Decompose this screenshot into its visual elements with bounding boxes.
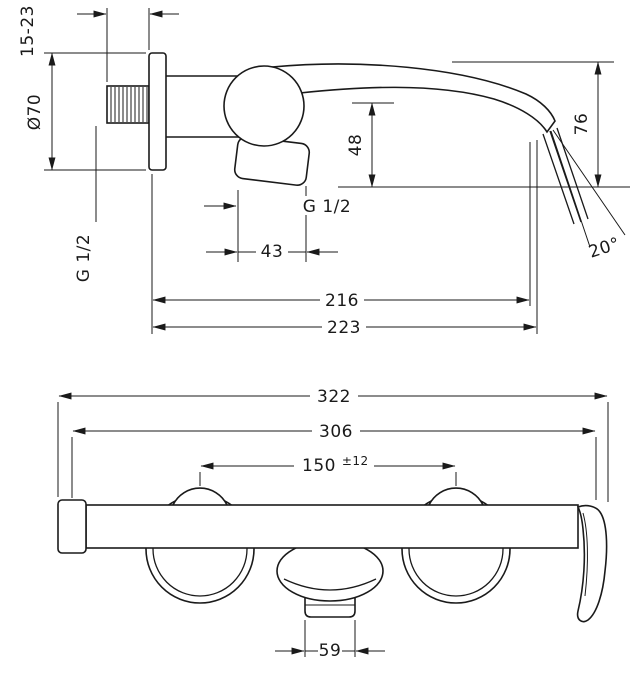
water-stream bbox=[542, 127, 626, 248]
dim-projection-label: 223 bbox=[327, 318, 361, 338]
handle-front bbox=[576, 504, 608, 623]
spout-front-inner-arc bbox=[283, 578, 377, 591]
dim-centers-label: 150 ±12 bbox=[302, 454, 369, 476]
handle-front-detail bbox=[582, 512, 588, 597]
spout bbox=[270, 63, 556, 134]
front-view: 322 306 150 ±12 59 bbox=[57, 387, 609, 661]
dim-outlet-width-label: 43 bbox=[261, 242, 284, 262]
front-labels: 322 306 150 ±12 59 bbox=[302, 387, 369, 661]
left-end-cap bbox=[57, 499, 87, 554]
dim-spout-drop-label: 48 bbox=[346, 134, 366, 157]
label-mask bbox=[298, 196, 356, 215]
dim-clearance-label: 76 bbox=[572, 113, 592, 136]
dim-angle-label: 20° bbox=[586, 234, 622, 263]
dim-centers-tolerance: ±12 bbox=[342, 454, 369, 468]
dim-centers-value: 150 bbox=[302, 456, 336, 476]
dim-inlet-thread-label: G 1/2 bbox=[74, 234, 94, 282]
dim-reach-label: 216 bbox=[325, 291, 359, 311]
inlet-pipe bbox=[106, 85, 150, 124]
side-view: 15-23 Ø70 G 1/2 48 76 G 1/2 43 20° 216 2… bbox=[18, 5, 630, 338]
dim-diameter-label: Ø70 bbox=[25, 94, 45, 131]
right-connection-nut bbox=[428, 487, 484, 506]
dim-wall-depth-label: 15-23 bbox=[18, 5, 38, 57]
pivot-circle bbox=[223, 65, 305, 147]
dim-aerator-label: 59 bbox=[319, 641, 342, 661]
side-labels: 15-23 Ø70 G 1/2 48 76 G 1/2 43 20° 216 2… bbox=[18, 5, 623, 338]
dim-total-width-label: 322 bbox=[317, 387, 351, 407]
wall-plate bbox=[148, 52, 167, 171]
aerator bbox=[304, 597, 356, 618]
side-dimensions bbox=[44, 8, 630, 334]
dim-body-span-label: 306 bbox=[319, 422, 353, 442]
body-bar bbox=[85, 504, 579, 549]
dim-outlet-thread-label: G 1/2 bbox=[303, 197, 351, 217]
faucet-body bbox=[166, 75, 240, 138]
front-dimensions bbox=[57, 392, 609, 657]
left-connection-nut bbox=[172, 487, 228, 506]
spout-front bbox=[276, 540, 384, 602]
